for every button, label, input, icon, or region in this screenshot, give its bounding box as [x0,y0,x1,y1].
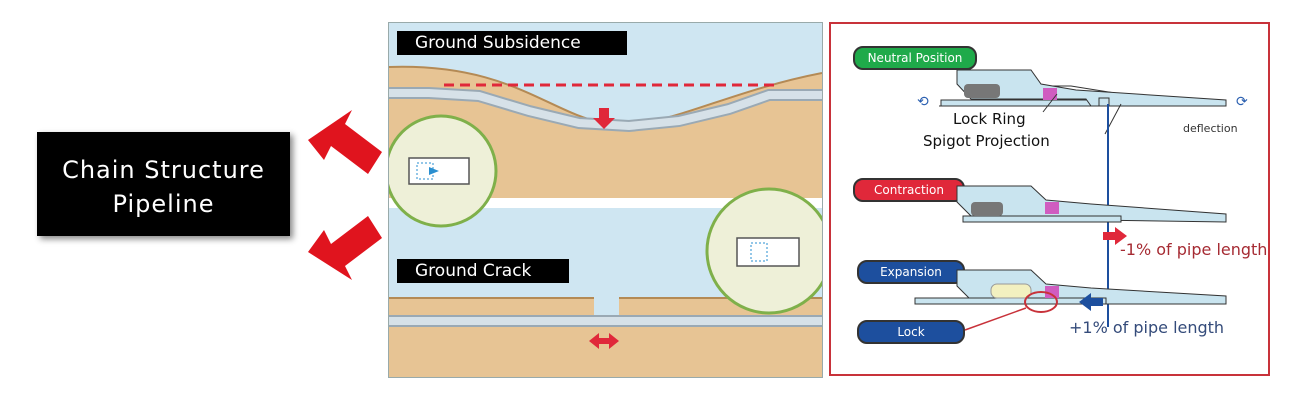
expansion-limit-label: +1% of pipe length [1069,318,1225,337]
crack-label: Ground Crack [397,259,569,283]
expansion-arrow-icon [1079,293,1103,311]
joint-schematics: ⟲ ⟳ [914,69,1248,331]
joint-contraction [956,185,1227,245]
crack-arrow-icon [589,333,619,349]
seal-neutral [1043,88,1057,100]
deflection-right-icon: ⟳ [1236,94,1248,110]
joint-diagram-frame: Neutral Position Contraction Expansion L… [829,22,1270,376]
lock-highlight [1024,291,1058,313]
lock-ring-label: Lock Ring [953,110,1026,128]
state-neutral-pill: Neutral Position [853,46,977,70]
deflection-label: deflection [1183,122,1238,135]
main-label-line2: Pipeline [112,190,215,218]
state-lock-pill: Lock [857,320,965,344]
red-arrow-lower-icon [308,216,382,280]
joint-expansion [914,269,1227,331]
state-expansion-pill: Expansion [857,260,965,284]
scene-panel: Ground Subsidence Ground Crack [388,22,823,378]
state-contraction-pill: Contraction [853,178,965,202]
subsidence-label: Ground Subsidence [397,31,627,55]
subsidence-arrow-icon [593,108,615,129]
red-arrow-upper-icon [308,110,382,174]
contraction-arrow-icon [1103,227,1127,245]
lock-ring-neutral [964,84,1000,98]
spigot-projection-label: Spigot Projection [923,132,1050,150]
arrows-group [308,110,382,280]
joint-neutral: ⟲ ⟳ [917,69,1248,135]
contraction-limit-label: -1% of pipe length [1120,240,1268,259]
main-label-box: Chain Structure Pipeline [37,132,290,236]
main-label-line1: Chain Structure [62,156,265,184]
deflection-left-icon: ⟲ [917,94,929,110]
